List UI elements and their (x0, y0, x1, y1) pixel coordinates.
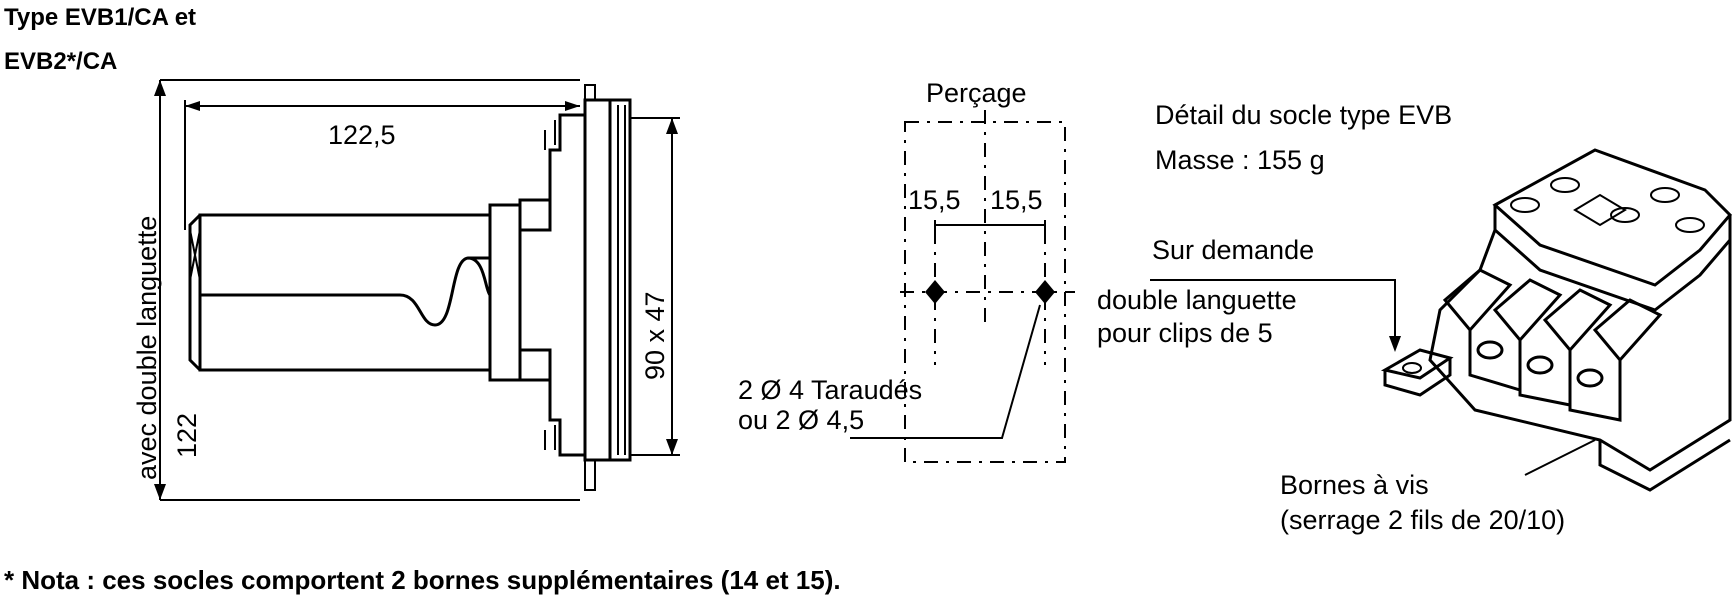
title-line-2: EVB2*/CA (4, 48, 118, 75)
holes-label-line-2: ou 2 Ø 4,5 (738, 405, 865, 435)
width-dimension-label: 122,5 (328, 120, 396, 150)
terminals-label-line-1: Bornes à vis (1280, 470, 1429, 500)
holes-label-line-1: 2 Ø 4 Taraudés (738, 375, 923, 405)
on-request-label: Sur demande (1152, 235, 1315, 265)
height-note-label: avec double languette (132, 215, 162, 480)
title-line-1: Type EVB1/CA et (4, 4, 197, 31)
drilling-template-drawing (850, 110, 1075, 463)
face-dimension-label: 90 x 47 (640, 291, 670, 380)
drilling-dim-left: 15,5 (908, 185, 961, 215)
tab-label-line-2: pour clips de 5 (1097, 318, 1273, 348)
side-view-drawing (154, 79, 680, 501)
tab-label-line-1: double languette (1097, 285, 1297, 315)
drilling-title: Perçage (926, 78, 1027, 108)
drilling-dim-right: 15,5 (990, 185, 1043, 215)
socket-mass: Masse : 155 g (1155, 145, 1325, 175)
socket-detail-title: Détail du socle type EVB (1155, 100, 1453, 130)
terminals-label-line-2: (serrage 2 fils de 20/10) (1280, 505, 1566, 535)
socket-detail-drawing (1150, 148, 1733, 492)
footer-note: * Nota : ces socles comportent 2 bornes … (4, 565, 841, 595)
height-dimension-label: 122 (172, 412, 202, 458)
